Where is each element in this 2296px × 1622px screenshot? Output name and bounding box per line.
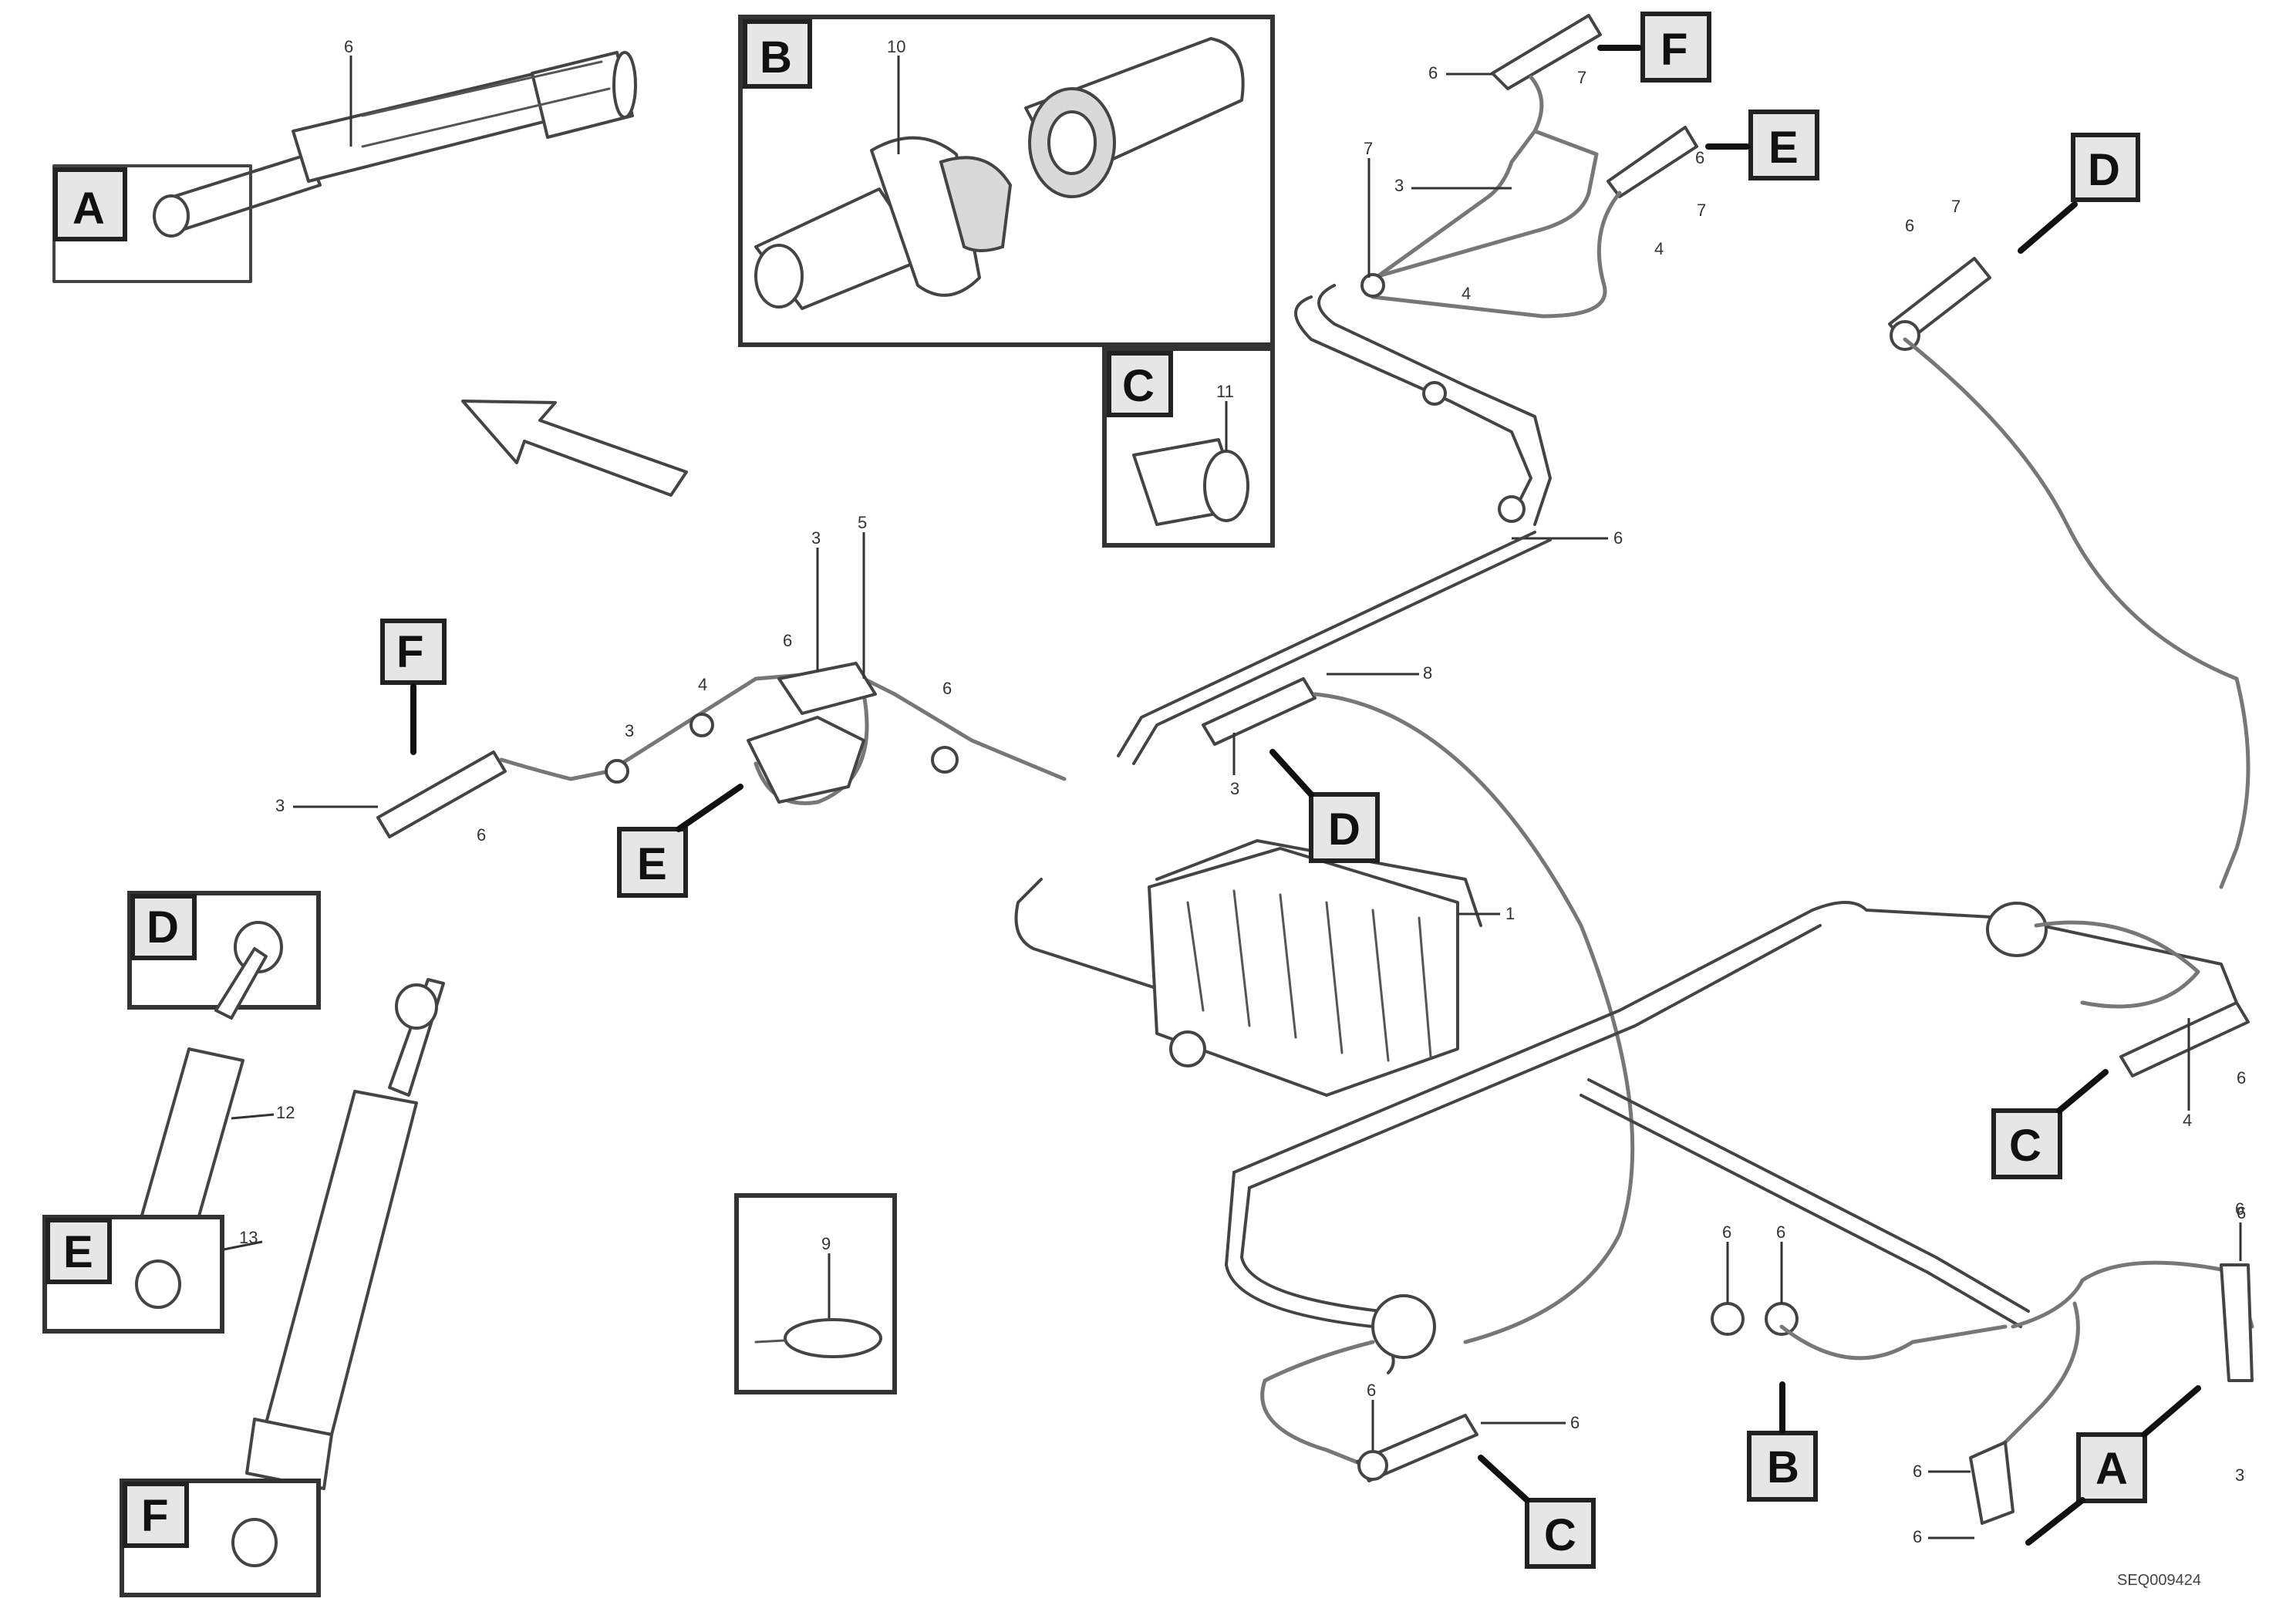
detail-b-frame: B 10 (738, 15, 1275, 347)
detail-letter-c-bottom: C (1544, 1510, 1576, 1560)
detail-letter-e: E (1768, 123, 1799, 173)
part-number: 6 (2237, 1203, 2246, 1222)
part-number: 6 (1905, 216, 1914, 235)
detail-letter-d-cyl: D (147, 902, 179, 953)
part-number: 6 (942, 679, 952, 698)
detail-e-cylinder: E (42, 1215, 224, 1334)
part-number: 7 (1364, 139, 1373, 158)
part-number: 3 (1394, 176, 1404, 195)
part-number: 6 (1913, 1527, 1922, 1546)
part-number: 6 (1428, 63, 1438, 83)
part-number: 13 (239, 1228, 258, 1247)
detail-letter-b-bottom: B (1767, 1442, 1799, 1492)
part-number: 3 (1230, 779, 1239, 798)
detail-letter-b: B (760, 32, 792, 83)
detail-f-left: F 3 6 (275, 619, 507, 845)
mid-fittings (605, 713, 959, 784)
manifold-block (747, 662, 877, 804)
part-number: 6 (477, 825, 486, 845)
detail-a-cylinder (153, 51, 637, 238)
part-number: 4 (698, 675, 707, 694)
detail-d-cylinder: D (127, 891, 321, 1010)
detail-letter-f-left: F (396, 627, 423, 677)
part-number: 6 (1367, 1381, 1376, 1400)
detail-c-bottom: 6 6 C (1260, 1340, 1596, 1569)
detail-a-frame: A (52, 164, 252, 283)
part-number: 1 (1505, 904, 1515, 923)
part-number: 3 (2235, 1465, 2244, 1485)
detail-letter-d-mid: D (1328, 804, 1360, 855)
detail-e-mid: E (617, 784, 743, 898)
detail-letter-a: A (72, 184, 105, 234)
detail-letter-a-bottom: A (2095, 1444, 2128, 1494)
part-number: 4 (2183, 1111, 2192, 1130)
part-number: 6 (1613, 528, 1623, 548)
hose-clamp (1986, 902, 2048, 957)
part-number: 6 (344, 37, 353, 56)
part-number: 5 (858, 513, 867, 532)
part-number: 3 (275, 796, 285, 815)
detail-f-cylinder: F (120, 1479, 321, 1597)
part-number: 3 (625, 721, 634, 740)
detail-d-top: D 6 7 (1888, 133, 2140, 351)
part-number: 4 (1462, 284, 1471, 303)
part-number: 4 (1654, 239, 1664, 258)
part-number: 3 (811, 528, 821, 548)
part-number: 6 (1695, 148, 1704, 167)
detail-c-right: C 6 4 6 (1991, 1001, 2250, 1222)
detail-e-top: E 7 4 6 (1607, 110, 1819, 258)
part-number: 9 (821, 1234, 831, 1253)
part-number: 7 (1697, 201, 1706, 220)
detail-letter-e-cyl: E (63, 1227, 93, 1277)
part-number: 6 (1776, 1222, 1785, 1242)
drawing-code: SEQ009424 (2117, 1572, 2201, 1589)
detail-a-bottom: A 6 3 6 6 (1913, 1199, 2254, 1546)
part-number: 12 (276, 1103, 295, 1122)
part-number: 6 (2237, 1068, 2246, 1088)
detail-b-bottom: 6 6 B (1711, 1222, 2008, 1502)
detail-letter-f: F (1660, 25, 1687, 75)
control-valve (1014, 839, 1482, 1097)
detail-letter-d: D (2088, 145, 2120, 195)
detail-d-mid: 8 3 D (1202, 663, 1432, 863)
detail-letter-e-mid: E (637, 839, 667, 889)
part-number: 8 (1423, 663, 1432, 683)
part-number: 7 (1577, 68, 1586, 87)
top-fittings (1360, 273, 1526, 523)
part-number: 6 (1570, 1413, 1580, 1432)
detail-letter-c: C (1122, 361, 1155, 411)
part-number: 7 (1951, 197, 1961, 216)
part-number: 6 (783, 631, 792, 650)
hose-clamp (1371, 1294, 1436, 1359)
detail-letter-f-cyl: F (141, 1491, 168, 1541)
part-number: 6 (2235, 1199, 2244, 1219)
part-number: 6 (1722, 1222, 1731, 1242)
direction-arrow (461, 400, 688, 497)
detail-f-top: F 6 7 (1428, 12, 1711, 90)
part-number: 11 (1216, 382, 1234, 401)
part-number: 6 (1913, 1462, 1922, 1481)
detail-c-frame: C 11 (1102, 346, 1275, 548)
part-number: 10 (887, 37, 905, 56)
detail-letter-c-right: C (2009, 1121, 2041, 1171)
o-ring-detail: 9 (734, 1193, 897, 1394)
lift-cylinder-right (245, 978, 445, 1490)
